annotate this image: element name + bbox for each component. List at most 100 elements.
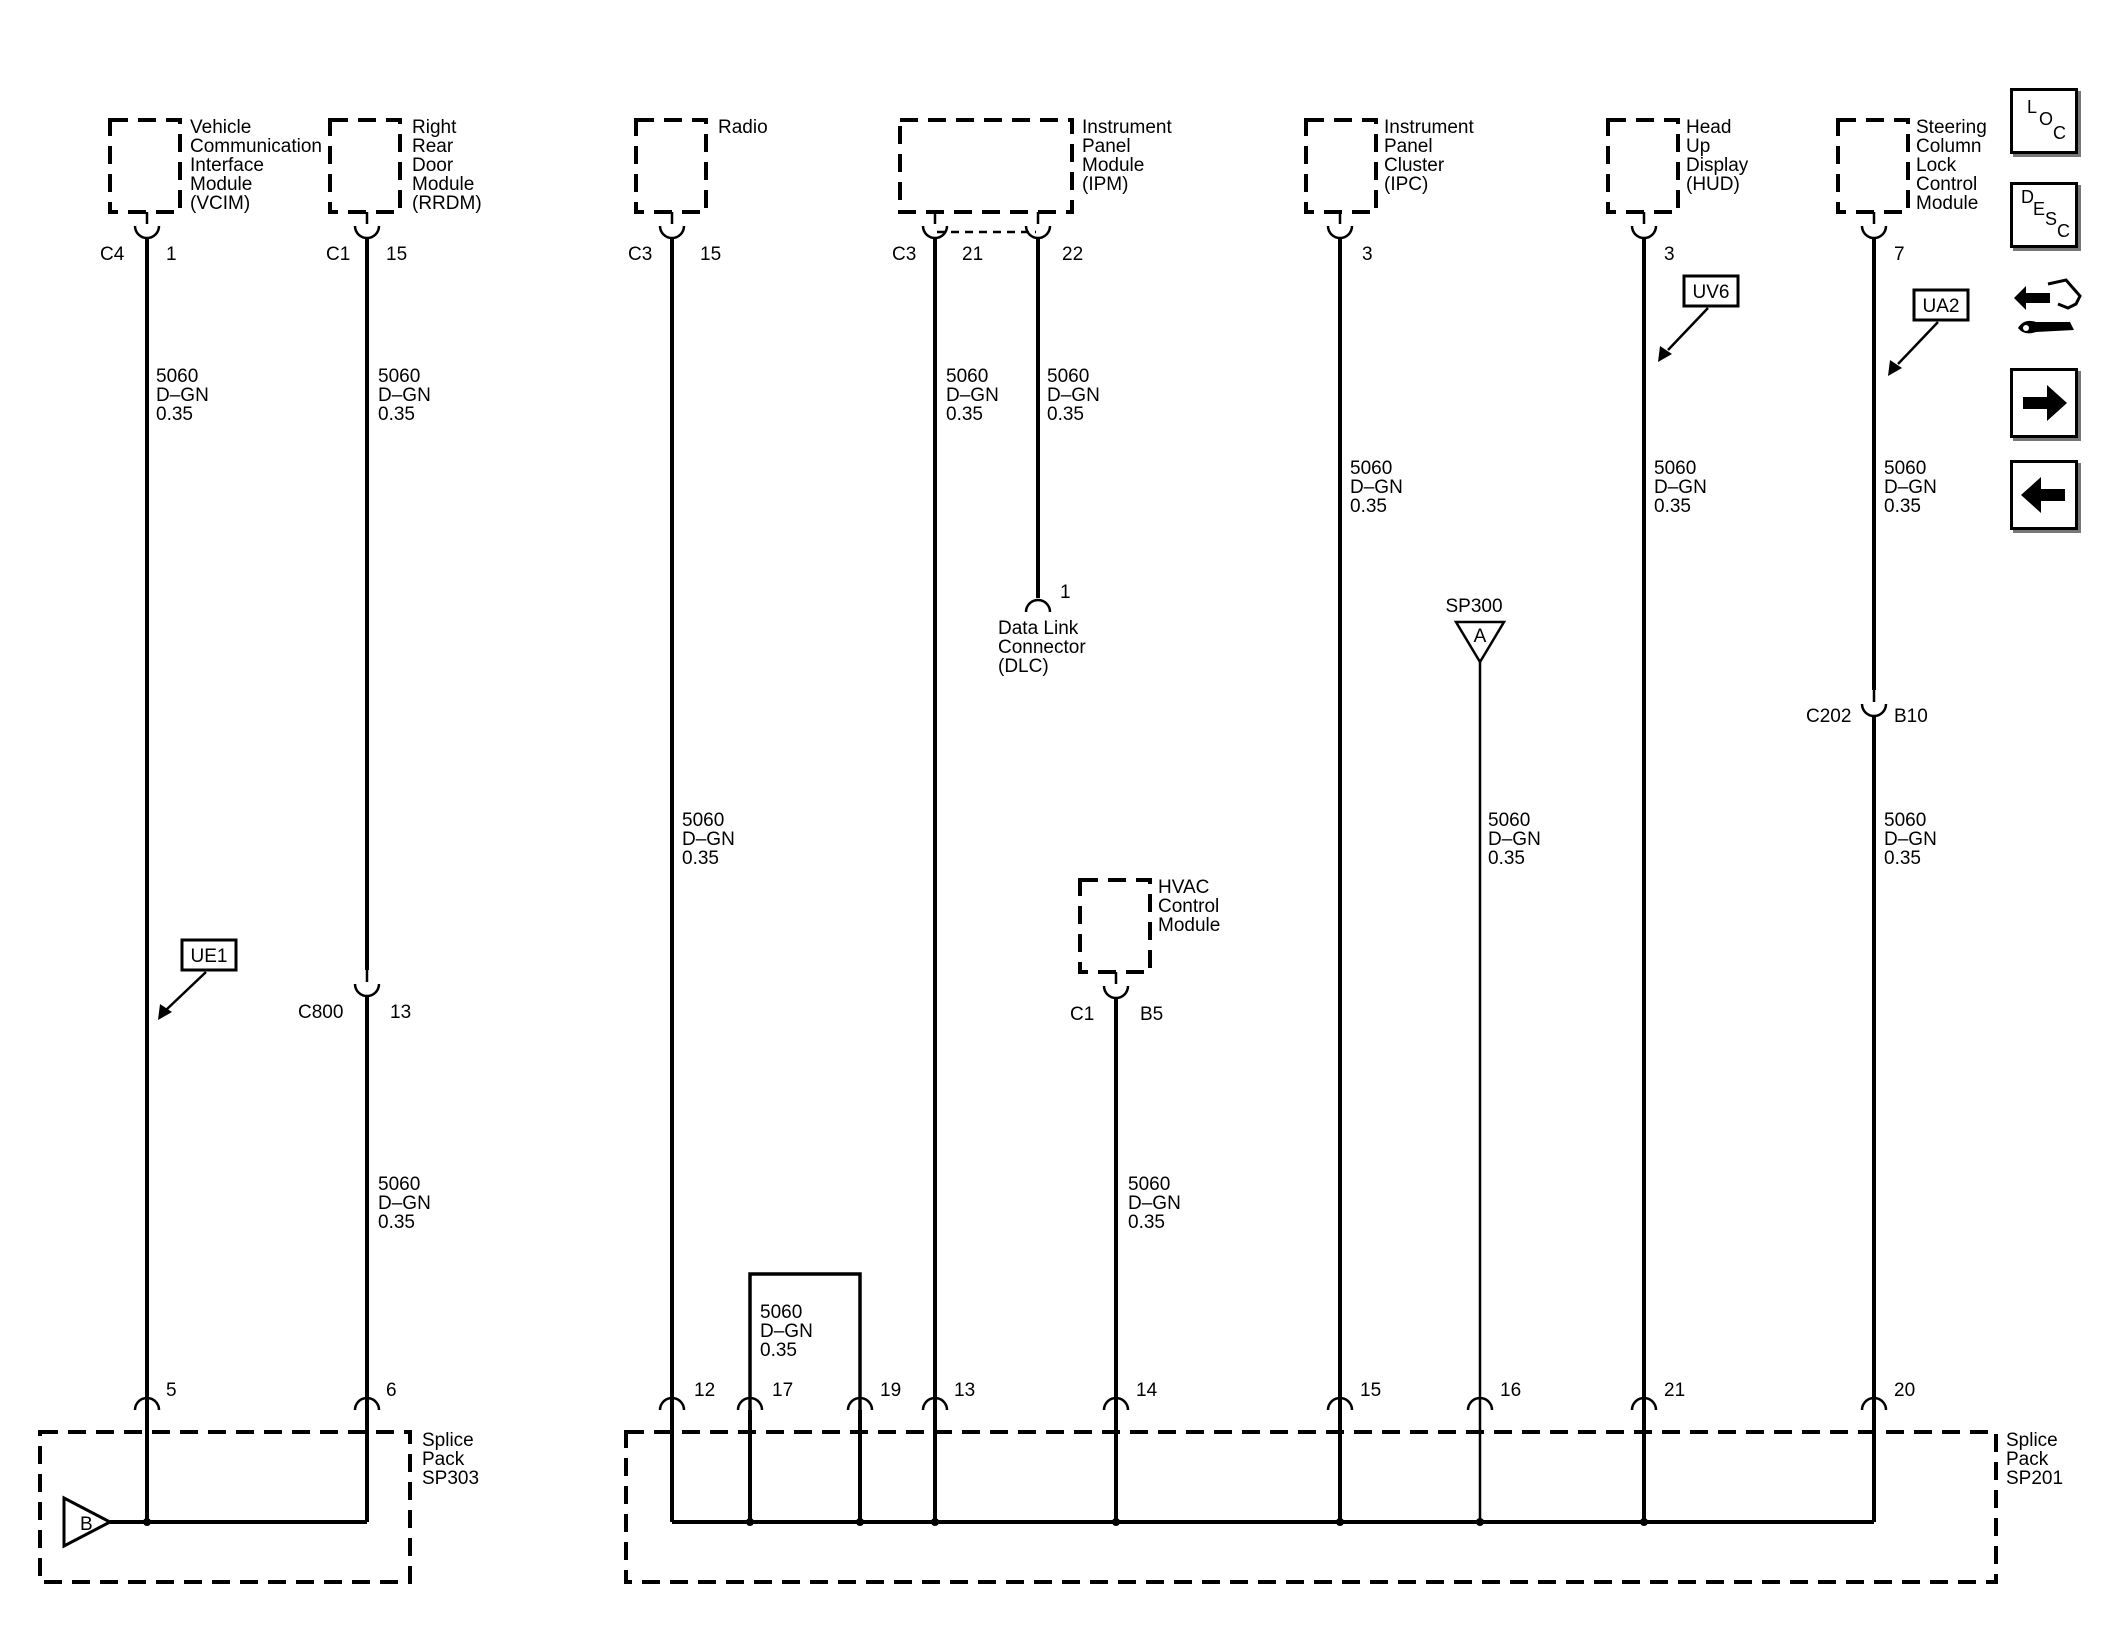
svg-text:D–GN: D–GN [378, 1193, 431, 1214]
svg-text:5060: 5060 [760, 1302, 802, 1323]
svg-text:(IPC): (IPC) [1384, 174, 1428, 195]
svg-text:Module: Module [412, 174, 474, 195]
sclcm-module-box [1836, 118, 1910, 214]
svg-text:Door: Door [412, 155, 454, 176]
svg-text:5060: 5060 [1488, 810, 1530, 831]
splice-nodes [143, 1518, 1648, 1526]
svg-text:Communication: Communication [190, 136, 322, 157]
radio-module-box [634, 118, 708, 214]
svg-text:0.35: 0.35 [760, 1340, 797, 1361]
svg-text:(IPM): (IPM) [1082, 174, 1128, 195]
svg-text:D: D [2021, 187, 2034, 207]
svg-text:HVAC: HVAC [1158, 877, 1209, 898]
hvac-label: HVAC Control Module [1158, 877, 1220, 936]
svg-text:O: O [2039, 109, 2053, 129]
svg-text:5060: 5060 [378, 1174, 420, 1195]
svg-text:Control: Control [1158, 896, 1219, 917]
svg-text:Panel: Panel [1384, 136, 1433, 157]
connector-view-button[interactable] [2010, 274, 2086, 344]
svg-text:Pack: Pack [422, 1449, 465, 1470]
svg-text:5060: 5060 [682, 810, 724, 831]
svg-text:Data Link: Data Link [998, 618, 1079, 639]
svg-text:D–GN: D–GN [1047, 385, 1100, 406]
svg-text:C202: C202 [1806, 706, 1851, 727]
svg-text:SP201: SP201 [2006, 1468, 2063, 1489]
next-page-button[interactable] [2010, 368, 2078, 438]
svg-text:Panel: Panel [1082, 136, 1131, 157]
svg-text:0.35: 0.35 [682, 848, 719, 869]
svg-text:(RRDM): (RRDM) [412, 193, 482, 214]
splice-pack-sp303-box [38, 1430, 412, 1584]
ipc-label: Instrument Panel Cluster (IPC) [1384, 117, 1474, 195]
ipm-label: Instrument Panel Module (IPM) [1082, 117, 1172, 195]
radio-label: Radio [718, 117, 768, 138]
svg-text:D–GN: D–GN [946, 385, 999, 406]
svg-text:(VCIM): (VCIM) [190, 193, 250, 214]
svg-text:Module: Module [190, 174, 252, 195]
svg-text:D–GN: D–GN [1884, 829, 1937, 850]
location-button[interactable]: L O C [2010, 88, 2078, 154]
svg-text:Module: Module [1158, 915, 1220, 936]
svg-text:5060: 5060 [1350, 458, 1392, 479]
svg-text:S: S [2045, 209, 2057, 229]
svg-text:B5: B5 [1140, 1004, 1163, 1025]
top-connector-cups [133, 212, 1888, 1000]
svg-text:5060: 5060 [1884, 810, 1926, 831]
svg-text:5060: 5060 [378, 366, 420, 387]
svg-text:C: C [2053, 123, 2066, 143]
svg-text:C800: C800 [298, 1002, 343, 1023]
rrdm-module-box [328, 118, 402, 214]
svg-text:0.35: 0.35 [1128, 1212, 1165, 1233]
svg-text:15: 15 [700, 244, 721, 265]
arrow-right-icon [2023, 385, 2067, 421]
loc-icon: L O C [2027, 97, 2066, 143]
connector-labels: C4 1 C1 15 C3 15 C3 21 22 3 3 7 1 C800 1… [100, 244, 1928, 1025]
svg-text:6: 6 [386, 1380, 397, 1401]
svg-text:5: 5 [166, 1380, 177, 1401]
svg-text:SP303: SP303 [422, 1468, 479, 1489]
svg-text:5060: 5060 [1654, 458, 1696, 479]
svg-text:0.35: 0.35 [1350, 496, 1387, 517]
svg-text:0.35: 0.35 [156, 404, 193, 425]
svg-text:Rear: Rear [412, 136, 454, 157]
svg-text:D–GN: D–GN [1488, 829, 1541, 850]
splice-stubs [145, 1410, 1876, 1522]
splice-pin-cups [133, 1396, 1888, 1411]
svg-text:Connector: Connector [998, 637, 1086, 658]
svg-text:3: 3 [1664, 244, 1675, 265]
splice-pack-sp303-label: Splice Pack SP303 [422, 1430, 479, 1489]
svg-text:(HUD): (HUD) [1686, 174, 1740, 195]
svg-text:C: C [2057, 221, 2070, 241]
svg-text:Cluster: Cluster [1384, 155, 1445, 176]
svg-text:5060: 5060 [1047, 366, 1089, 387]
svg-text:20: 20 [1894, 1380, 1915, 1401]
splice-ref-b: B [62, 1495, 114, 1549]
svg-text:Instrument: Instrument [1082, 117, 1172, 138]
svg-text:16: 16 [1500, 1380, 1521, 1401]
hvac-module-box [1078, 878, 1152, 974]
svg-text:Up: Up [1686, 136, 1710, 157]
desc-icon: D E S C [2021, 187, 2070, 241]
previous-page-button[interactable] [2010, 460, 2078, 530]
svg-text:5060: 5060 [156, 366, 198, 387]
svg-text:0.35: 0.35 [1047, 404, 1084, 425]
description-button[interactable]: D E S C [2010, 182, 2078, 248]
svg-text:0.35: 0.35 [378, 404, 415, 425]
svg-text:C4: C4 [100, 244, 125, 265]
svg-text:Display: Display [1686, 155, 1749, 176]
svg-text:C1: C1 [326, 244, 350, 265]
svg-text:SP300: SP300 [1445, 596, 1502, 617]
option-ua2-callout: UA2 [1888, 288, 1970, 376]
svg-text:17: 17 [772, 1380, 793, 1401]
svg-text:0.35: 0.35 [378, 1212, 415, 1233]
svg-text:13: 13 [390, 1002, 411, 1023]
svg-text:21: 21 [962, 244, 983, 265]
vcim-label: Vehicle Communication Interface Module (… [190, 117, 322, 214]
svg-text:E: E [2033, 199, 2045, 219]
rrdm-label: Right Rear Door Module (RRDM) [412, 117, 482, 214]
svg-text:5060: 5060 [1884, 458, 1926, 479]
wires [145, 238, 1876, 1410]
svg-text:Control: Control [1916, 174, 1977, 195]
svg-text:Radio: Radio [718, 117, 768, 138]
